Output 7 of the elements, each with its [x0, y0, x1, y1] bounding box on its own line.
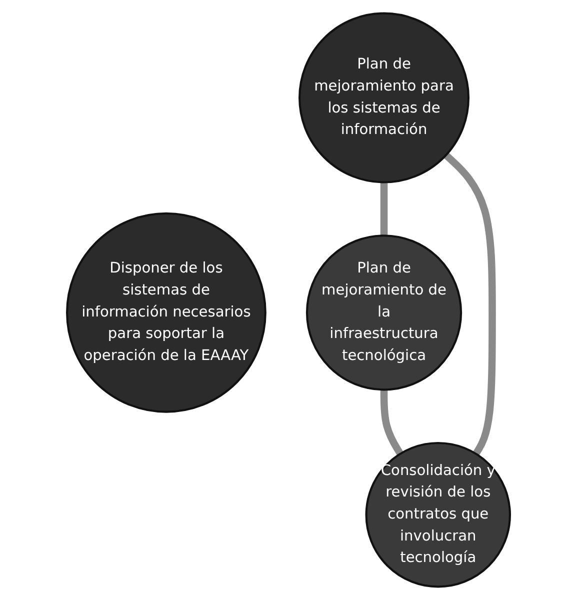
connector [444, 152, 496, 456]
node-circle: Consolidación y revisión de los contratos que involucran tecnología [365, 442, 511, 588]
node-circle: Plan de mejoramiento de la infraestructura tecnológica [306, 234, 462, 391]
connector [380, 390, 404, 456]
node-circle: Plan de mejoramiento para los sistemas de información [298, 12, 470, 184]
connector [380, 181, 388, 236]
node-circle: Disponer de los sistemas de información necesarios para soportar la operación de la EAAAY [66, 212, 266, 413]
